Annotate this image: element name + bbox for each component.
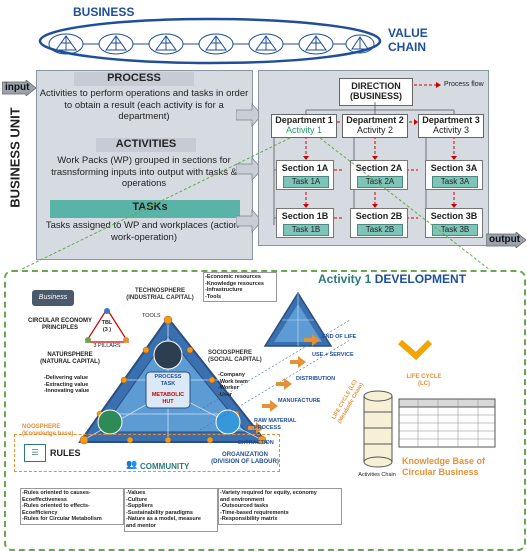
natursphere-list: -Delivering value -Extracting value -Inn…	[44, 375, 90, 395]
department-3-name: Department 3	[422, 115, 480, 125]
input-label: input	[5, 82, 30, 93]
section-1a-name: Section 1A	[281, 163, 329, 173]
kb-title: Knowledge Base of Circular Business	[402, 456, 486, 477]
task-2a: Task 2A	[357, 176, 403, 188]
community-icon: 👥	[126, 459, 138, 469]
end-of-life-label: END OF LIFE	[322, 334, 357, 340]
zoom-lines	[19, 137, 491, 271]
natursphere-label: NATURSPHERE (NATURAL CAPITAL)	[40, 352, 100, 365]
output-label: output	[489, 234, 521, 245]
lc-down-arrow	[398, 339, 433, 361]
rules-list: -Rules oriented to causes- Ecoeffectiven…	[20, 488, 124, 525]
activities-chain-label: Activities Chain	[358, 472, 396, 478]
circular-principles-label: CIRCULAR ECONOMY PRINCIPLES	[28, 318, 92, 331]
organization-list: -Variety required for equity, economy an…	[218, 488, 342, 525]
extraction-label: EXTRACTION	[238, 440, 274, 446]
section-3a-name: Section 3A	[430, 163, 478, 173]
department-2-name: Department 2	[346, 115, 404, 125]
tools-label: TOOLS	[142, 313, 161, 319]
department-3: Department 3 Activity 3	[418, 114, 484, 138]
activities-title: ACTIVITIES	[96, 138, 196, 152]
pillars-label: 3 PILLARS	[93, 343, 121, 349]
department-1-activity: Activity 1	[285, 125, 322, 135]
section-1b-name: Section 1B	[281, 211, 329, 221]
value-chain-graphic	[38, 17, 382, 65]
section-1b: Section 1B Task 1B	[276, 208, 334, 238]
rules-region	[14, 434, 280, 472]
section-2b-name: Section 2B	[355, 211, 403, 221]
manufacture-label: MANUFACTURE	[278, 398, 321, 404]
section-3b-name: Section 3B	[430, 211, 478, 221]
life-cycle-box-label: LIFE CYCLE (LC)	[406, 374, 442, 387]
rules-icon: ☰	[24, 444, 46, 462]
development-title: Activity 1 DEVELOPMENT	[318, 272, 466, 286]
distribution-label: DISTRIBUTION	[296, 376, 336, 382]
community-list: -Values -Culture -Suppliers -Sustainabil…	[124, 488, 218, 532]
process-task-label: PROCESS TASK	[154, 374, 182, 387]
use-service-label: USE + SERVICE	[312, 352, 354, 358]
section-2a-name: Section 2A	[355, 163, 403, 173]
process-text: Activities to perform operations and tas…	[39, 88, 249, 122]
community-label: COMMUNITY	[140, 462, 190, 471]
task-1b: Task 1B	[283, 224, 329, 236]
technosphere-label: TECHNOSPHERE (INDUSTRIAL CAPITAL)	[126, 288, 194, 301]
development-title-dev: DEVELOPMENT	[371, 272, 467, 286]
department-2-activity: Activity 2	[356, 125, 393, 135]
department-1: Department 1 Activity 1	[271, 114, 337, 138]
task-3b: Task 3B	[432, 224, 478, 236]
direction-box: DIRECTION (BUSINESS)	[339, 78, 413, 106]
process-title: PROCESS	[74, 72, 194, 86]
department-1-name: Department 1	[275, 115, 333, 125]
task-2b: Task 2B	[357, 224, 403, 236]
kb-table	[398, 398, 496, 448]
activities-text: Work Packs (WP) grouped in sections for …	[51, 155, 237, 189]
section-1a: Section 1A Task 1A	[276, 160, 334, 190]
department-2: Department 2 Activity 2	[342, 114, 408, 138]
section-3a: Section 3A Task 3A	[425, 160, 483, 190]
metabolic-hut-label: METABOLIC HUT	[151, 392, 185, 405]
value-chain-label: VALUE CHAIN	[388, 26, 428, 54]
metabolic-triangle	[78, 315, 269, 445]
panel-arrows	[236, 102, 263, 234]
department-3-activity: Activity 3	[432, 125, 469, 135]
development-title-activity: Activity 1	[318, 272, 372, 286]
tbl-triangle	[84, 307, 130, 343]
section-2b: Section 2B Task 2B	[350, 208, 408, 238]
task-3a: Task 3A	[432, 176, 478, 188]
task-1a: Task 1A	[283, 176, 329, 188]
tbl-label: TBL (3 )	[101, 320, 113, 333]
tasks-text: Tasks assigned to WP and workplaces (act…	[45, 220, 243, 243]
business-logo: Business	[32, 290, 74, 306]
input-arrow: input	[1, 79, 37, 97]
section-3b: Section 3B Task 3B	[425, 208, 483, 238]
output-arrow: output	[485, 231, 527, 249]
sociosphere-label: SOCIOSPHERE (SOCIAL CAPITAL)	[208, 350, 262, 363]
small-triangle	[263, 291, 333, 347]
business-label: BUSINESS	[73, 5, 135, 19]
life-cycle-stairs	[200, 319, 351, 434]
section-2a: Section 2A Task 2A	[350, 160, 408, 190]
process-flow-legend	[414, 82, 441, 88]
process-flow-label: Process flow	[444, 81, 484, 88]
technosphere-list: -Economic resources -Knowledge resources…	[203, 272, 277, 303]
organization-label: ORGANIZATION (DIVISION OF LABOUR)	[211, 452, 279, 465]
database-icon	[363, 390, 393, 468]
rules-label: RULES	[50, 448, 81, 458]
raw-material-label: RAW MATERIAL PROCESS	[254, 418, 297, 431]
